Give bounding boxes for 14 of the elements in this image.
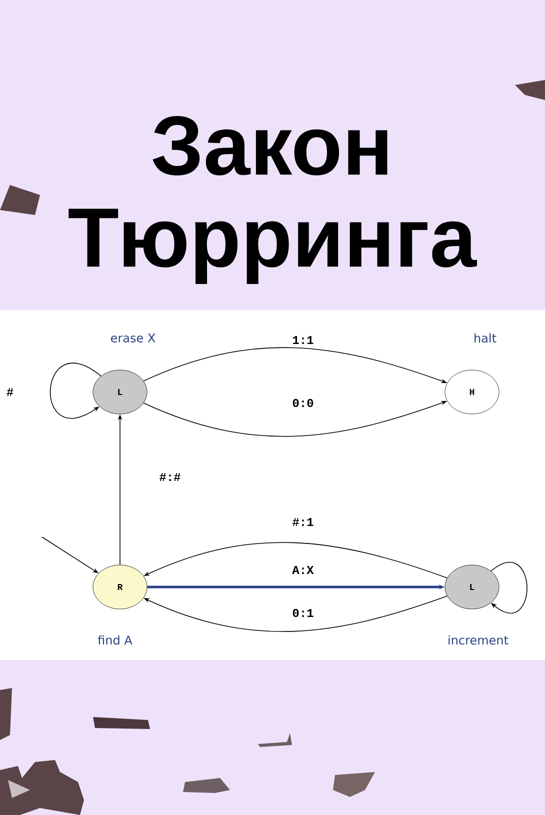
edge-label: A:X: [292, 566, 314, 574]
edge-label: #:#: [160, 473, 180, 481]
title: Закон Тюрринга: [68, 116, 477, 284]
edge-label: 0:0: [292, 398, 314, 408]
edge-label: #:1: [292, 518, 314, 526]
edge-label: 1:1: [293, 336, 314, 344]
edge-label: #: [6, 388, 14, 396]
edge-label: 0:1: [292, 608, 314, 618]
arrow: [50, 362, 102, 419]
state-name: find A: [98, 635, 132, 645]
state-name: increment: [448, 635, 508, 645]
arrow: [490, 562, 528, 614]
state-name: erase X: [111, 334, 156, 342]
state-name: halt: [474, 333, 496, 343]
